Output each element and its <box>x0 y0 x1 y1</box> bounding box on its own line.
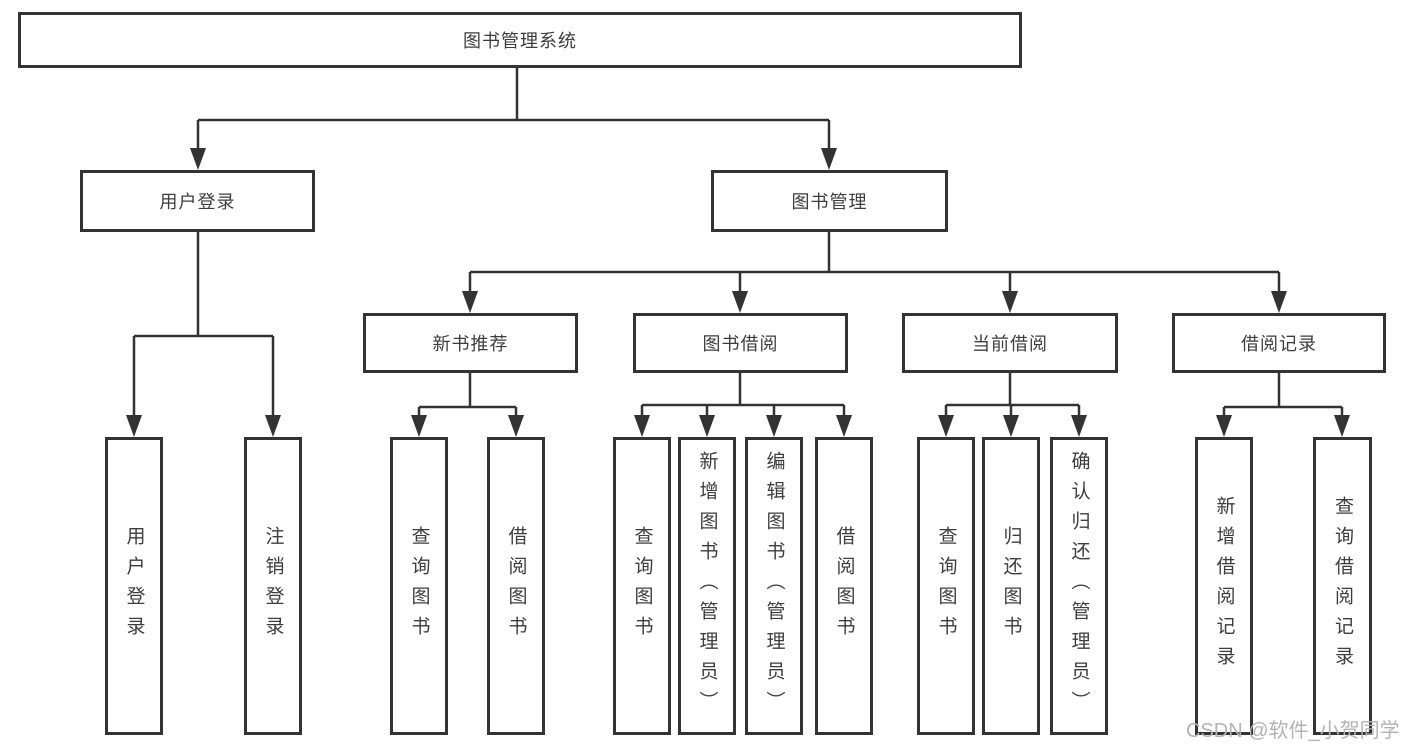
node-root-system: 图书管理系统 <box>18 12 1022 68</box>
leaf-add-borrow-record-label: 新增借阅记录 <box>1213 496 1235 676</box>
node-book-management-label: 图书管理 <box>791 192 868 212</box>
leaf-query-books-borrow: 查询图书 <box>613 437 671 735</box>
leaf-borrow-books: 借阅图书 <box>815 437 873 735</box>
node-new-book-recommend: 新书推荐 <box>363 313 578 373</box>
leaf-logout: 注销登录 <box>244 437 302 735</box>
connector-borrow-record-branch <box>1222 373 1344 416</box>
connector-root-to-level2 <box>196 68 831 150</box>
connector-book-management-branch <box>468 232 1281 292</box>
leaf-query-books-recommend-label: 查询图书 <box>408 526 430 646</box>
leaf-edit-books-admin: 编辑图书（管理员） <box>745 437 803 735</box>
leaf-query-books-current: 查询图书 <box>917 437 975 735</box>
node-book-management: 图书管理 <box>711 170 948 232</box>
leaf-query-books-borrow-label: 查询图书 <box>631 526 653 646</box>
node-book-borrowing-label: 图书借阅 <box>702 334 779 354</box>
connector-user-login-branch <box>132 232 275 416</box>
leaf-borrow-books-recommend-label: 借阅图书 <box>505 526 527 646</box>
leaf-query-books-current-label: 查询图书 <box>935 526 957 646</box>
node-root-system-label: 图书管理系统 <box>463 31 577 51</box>
connector-current-borrow-branch <box>944 373 1081 416</box>
arrowheads <box>126 148 1350 437</box>
leaf-return-books-label: 归还图书 <box>1000 526 1022 646</box>
leaf-add-borrow-record: 新增借阅记录 <box>1195 437 1253 735</box>
leaf-edit-books-admin-label: 编辑图书（管理员） <box>763 451 785 721</box>
node-user-login: 用户登录 <box>80 170 315 232</box>
csdn-watermark: CSDN @软件_小贺同学 <box>1186 720 1400 742</box>
leaf-user-login: 用户登录 <box>105 437 163 735</box>
leaf-borrow-books-label: 借阅图书 <box>833 526 855 646</box>
leaf-confirm-return-admin: 确认归还（管理员） <box>1050 437 1108 735</box>
leaf-query-books-recommend: 查询图书 <box>390 437 448 735</box>
leaf-borrow-books-recommend: 借阅图书 <box>487 437 545 735</box>
leaf-query-borrow-record-label: 查询借阅记录 <box>1332 496 1353 676</box>
node-borrow-records: 借阅记录 <box>1172 313 1386 373</box>
node-user-login-label: 用户登录 <box>159 192 236 212</box>
connector-new-book-branch <box>417 373 518 416</box>
node-new-book-recommend-label: 新书推荐 <box>432 334 509 354</box>
connector-book-borrow-branch <box>640 373 846 416</box>
leaf-logout-label: 注销登录 <box>262 526 284 646</box>
node-current-borrowing: 当前借阅 <box>902 313 1118 373</box>
node-book-borrowing: 图书借阅 <box>633 313 848 373</box>
leaf-confirm-return-admin-label: 确认归还（管理员） <box>1068 451 1090 721</box>
leaf-return-books: 归还图书 <box>982 437 1040 735</box>
node-borrow-records-label: 借阅记录 <box>1241 334 1317 354</box>
leaf-user-login-label: 用户登录 <box>123 526 145 646</box>
leaf-add-books-admin: 新增图书（管理员） <box>678 437 736 735</box>
leaf-query-borrow-record: 查询借阅记录 <box>1313 437 1372 735</box>
node-current-borrowing-label: 当前借阅 <box>972 334 1048 354</box>
leaf-add-books-admin-label: 新增图书（管理员） <box>696 451 718 721</box>
